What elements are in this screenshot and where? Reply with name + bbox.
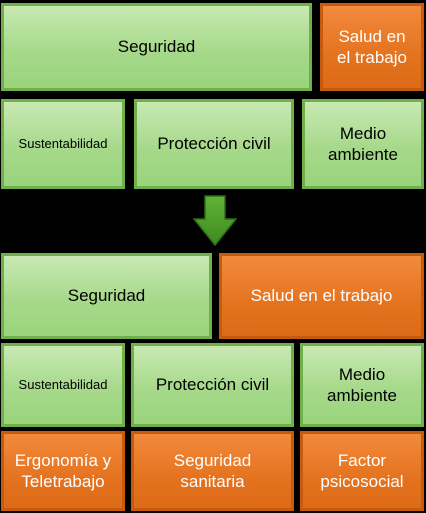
before-box-medio-ambiente-label: Medio ambiente [328, 123, 398, 164]
after-box-factor-psicosocial-label: Factor psicosocial [320, 450, 404, 491]
before-box-medio-ambiente: Medio ambiente [302, 99, 424, 189]
after-box-proteccion-civil: Protección civil [131, 343, 294, 427]
after-box-salud-trabajo-label: Salud en el trabajo [250, 286, 393, 306]
before-box-salud-trabajo: Salud en el trabajo [320, 3, 424, 91]
after-box-sustentabilidad-label: Sustentabilidad [18, 376, 108, 392]
after-box-salud-trabajo: Salud en el trabajo [219, 253, 424, 339]
before-box-sustentabilidad: Sustentabilidad [1, 99, 125, 189]
after-box-ergonomia-teletrabajo-label: Ergonomía y Teletrabajo [14, 450, 112, 491]
after-box-ergonomia-teletrabajo: Ergonomía y Teletrabajo [1, 431, 125, 511]
before-box-sustentabilidad-label: Sustentabilidad [18, 135, 108, 151]
after-box-factor-psicosocial: Factor psicosocial [300, 431, 424, 511]
before-box-seguridad: Seguridad [1, 3, 312, 91]
before-box-salud-trabajo-label: Salud en el trabajo [337, 26, 407, 67]
after-box-proteccion-civil-label: Protección civil [155, 375, 270, 395]
after-box-medio-ambiente-label: Medio ambiente [327, 364, 397, 405]
before-box-proteccion-civil: Protección civil [134, 99, 294, 189]
before-box-proteccion-civil-label: Protección civil [157, 134, 271, 154]
after-box-seguridad-sanitaria-label: Seguridad sanitaria [173, 450, 252, 491]
after-box-seguridad-sanitaria: Seguridad sanitaria [131, 431, 294, 511]
after-box-seguridad: Seguridad [1, 253, 212, 339]
after-box-seguridad-label: Seguridad [67, 286, 146, 306]
after-box-medio-ambiente: Medio ambiente [300, 343, 424, 427]
before-box-seguridad-label: Seguridad [117, 37, 196, 57]
down-arrow-icon [193, 195, 237, 247]
after-box-sustentabilidad: Sustentabilidad [1, 343, 125, 427]
